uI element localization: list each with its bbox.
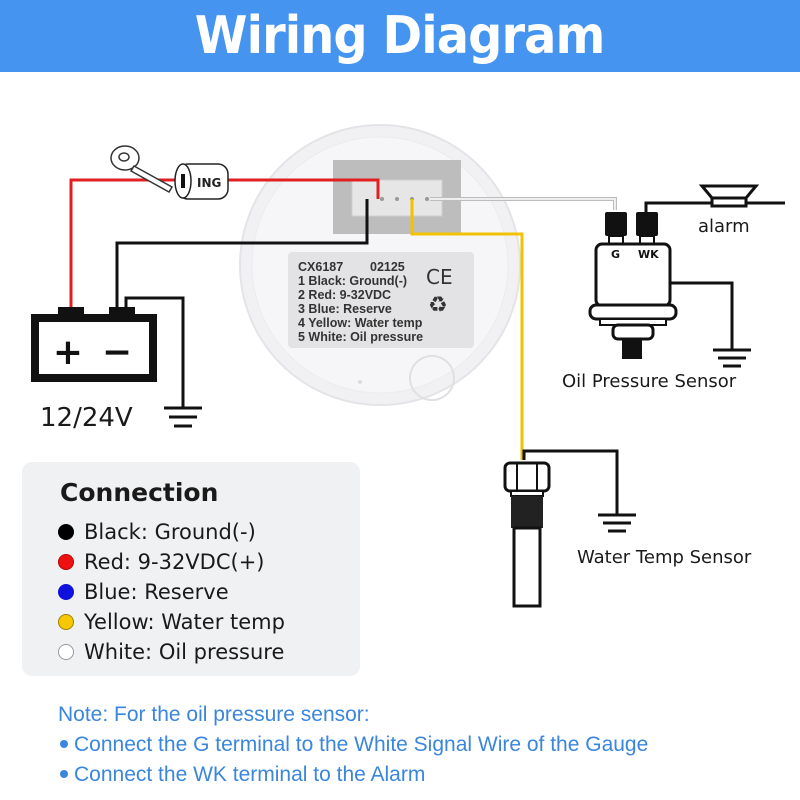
legend-item: Yellow: Water temp [58, 607, 285, 637]
connection-legend: Connection Black: Ground(-) Red: 9-32VDC… [22, 462, 360, 676]
water-temp-sensor-icon [503, 461, 551, 608]
legend-item: Black: Ground(-) [58, 517, 285, 547]
ground-icon [164, 406, 202, 428]
ignition-label: ING [197, 176, 221, 190]
red-wire-dot-icon [58, 554, 74, 570]
battery-icon [31, 307, 157, 382]
yellow-wire-dot-icon [58, 614, 74, 630]
wire-water-ground [522, 449, 619, 515]
note-heading: Note: For the oil pressure sensor: [58, 703, 370, 726]
alarm-horn-icon [698, 184, 760, 208]
wire-ground-battery [124, 296, 185, 408]
note-bullet: Connect the WK terminal to the Alarm [58, 760, 648, 790]
blue-wire-dot-icon [58, 584, 74, 600]
bullet-icon [60, 740, 68, 748]
gauge-label-line: 4 Yellow: Water temp [298, 316, 423, 330]
ground-icon [598, 513, 636, 533]
note-bullet-text: Connect the G terminal to the White Sign… [74, 733, 649, 756]
legend-item-text: White: Oil pressure [84, 640, 285, 664]
gauge-label-line: 5 White: Oil pressure [298, 330, 423, 344]
gauge-model: CX6187 [298, 260, 343, 274]
ce-mark-icon: CE [426, 265, 453, 289]
gauge-vent [409, 355, 455, 401]
water-sensor-label: Water Temp Sensor [577, 547, 752, 568]
gauge-label-line: 1 Black: Ground(-) [298, 274, 407, 288]
legend-item-text: Blue: Reserve [84, 580, 229, 604]
page-title: Wiring Diagram [195, 6, 606, 66]
legend-item: Red: 9-32VDC(+) [58, 547, 285, 577]
key-icon [110, 145, 174, 194]
oil-sensor-label: Oil Pressure Sensor [562, 371, 737, 392]
legend-item: Blue: Reserve [58, 577, 285, 607]
black-wire-dot-icon [58, 524, 74, 540]
alarm-label: alarm [698, 216, 750, 237]
oil-sensor-note: Note: For the oil pressure sensor: Conne… [58, 700, 648, 790]
ignition-switch-icon [174, 163, 229, 200]
gauge-code: 02125 [370, 260, 405, 274]
recycle-icon: ♻ [428, 293, 448, 318]
white-wire-dot-icon [58, 644, 74, 660]
terminal-g-label: G [611, 248, 620, 261]
note-bullet-text: Connect the WK terminal to the Alarm [74, 763, 426, 786]
legend-title: Connection [60, 478, 219, 507]
gauge-label-line: 2 Red: 9-32VDC [298, 288, 391, 302]
legend-item-text: Black: Ground(-) [84, 520, 256, 544]
bullet-icon [60, 770, 68, 778]
gauge-label-sticker [288, 252, 474, 348]
wire-oil-ground [670, 281, 734, 350]
ground-icon [713, 348, 751, 368]
legend-item-text: Red: 9-32VDC(+) [84, 550, 265, 574]
battery-minus: − [102, 332, 132, 373]
wire-yellow [410, 199, 524, 460]
note-bullet: Connect the G terminal to the White Sign… [58, 730, 648, 760]
terminal-wk-label: WK [638, 248, 659, 261]
legend-item-text: Yellow: Water temp [84, 610, 285, 634]
battery-plus: + [53, 332, 83, 373]
oil-pressure-sensor-icon [588, 212, 678, 359]
wire-black [115, 199, 369, 312]
battery-voltage-label: 12/24V [40, 403, 133, 433]
legend-list: Black: Ground(-) Red: 9-32VDC(+) Blue: R… [58, 517, 285, 667]
legend-item: White: Oil pressure [58, 637, 285, 667]
title-banner: Wiring Diagram [0, 0, 800, 72]
gauge-label-line: 3 Blue: Reserve [298, 302, 392, 316]
